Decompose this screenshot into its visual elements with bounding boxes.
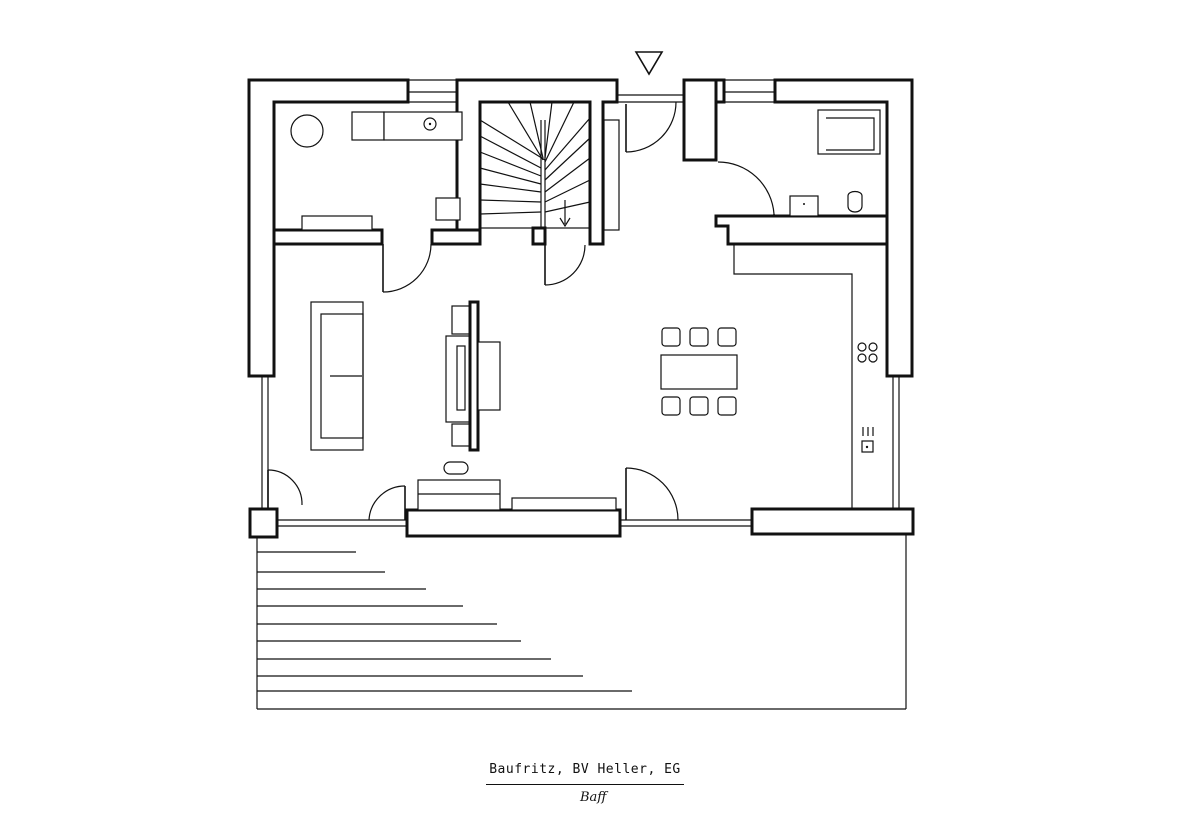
bathroom-fixtures bbox=[789, 109, 881, 217]
living-furniture bbox=[310, 300, 617, 511]
kitchen-counter bbox=[733, 244, 878, 509]
entrance-marker-icon bbox=[634, 51, 664, 76]
interior-walls bbox=[272, 78, 889, 246]
staircase bbox=[479, 101, 620, 231]
caption-underline bbox=[486, 784, 684, 785]
doors bbox=[267, 101, 775, 521]
drawing-caption: Baufritz, BV Heller, EG bbox=[489, 762, 681, 777]
utility-room-fixtures bbox=[290, 111, 463, 231]
terrace bbox=[256, 534, 907, 710]
dining-table bbox=[660, 327, 738, 416]
signature: Baff bbox=[580, 790, 607, 805]
